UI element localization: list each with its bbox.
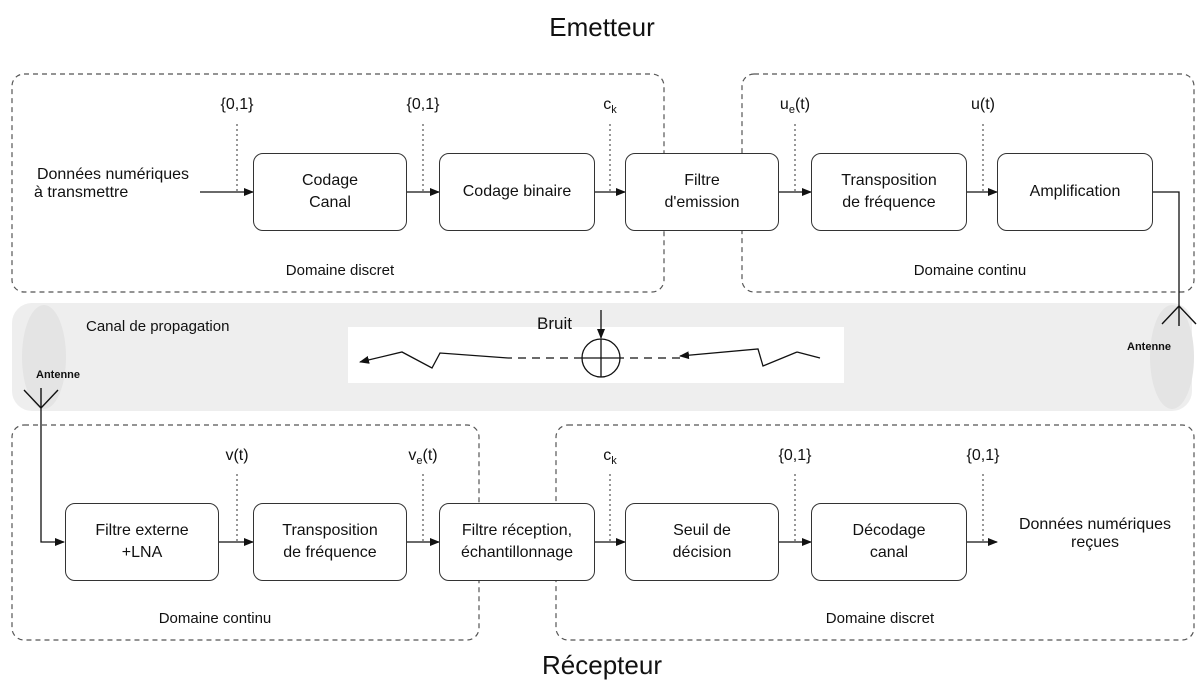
tx-signal-2-text: {0,1} [406, 96, 440, 113]
rx-signal-3-main: c [603, 447, 612, 464]
tx-signal-4-sub: e [788, 104, 795, 117]
channel-wave-right [679, 348, 821, 367]
rx-block-filtre-externe: Filtre externe +LNA [65, 503, 219, 581]
rx-signal-4-text: {0,1} [778, 447, 812, 464]
rx-signal-1-text: v(t) [225, 447, 249, 464]
tx-signal-1-text: {0,1} [220, 96, 254, 113]
rx-block-seuil-decision: Seuil de décision [625, 503, 779, 581]
rx-signal-5-text: {0,1} [966, 447, 1000, 464]
tx-signal-5-text: u(t) [971, 96, 995, 113]
rx-antenna-label: Antenne [36, 369, 80, 381]
tx-block-1-line1: Codage [301, 172, 359, 190]
rx-block-1-line2: +LNA [121, 544, 163, 561]
rx-domain-continuous: Domaine continu [158, 610, 272, 627]
rx-output-label-line2: reçues [1070, 534, 1120, 551]
tx-block-amplification: Amplification [997, 153, 1153, 231]
rx-block-4-line2: décision [672, 544, 732, 561]
tx-block-3-line1: Filtre [684, 172, 720, 190]
channel-band-right-end [1150, 305, 1194, 409]
rx-signal-3-sub: k [611, 455, 617, 468]
tx-input-label-line1: Données numériques [36, 166, 190, 183]
tx-signal-1: {0,1} [207, 96, 267, 114]
tx-signal-2: {0,1} [393, 96, 453, 114]
rx-block-4-line1: Seuil de [673, 522, 731, 540]
rx-signal-2: ve(t) [393, 447, 453, 467]
rx-signal-5: {0,1} [953, 447, 1013, 465]
tx-signal-4-main: u [779, 96, 789, 113]
rx-signal-2-sub: e [416, 455, 423, 468]
rx-block-5-line1: Décodage [852, 522, 926, 540]
tx-domain-continuous: Domaine continu [913, 262, 1027, 279]
channel-label: Canal de propagation [86, 318, 230, 335]
channel-wave-left [359, 351, 509, 369]
emitter-continuous-frame [741, 73, 1195, 293]
rx-signal-2-tail: (t) [422, 447, 438, 464]
tx-block-5-line1: Amplification [1029, 183, 1121, 201]
rx-block-3-line2: échantillonnage [460, 544, 574, 561]
receiver-title: Récepteur [542, 650, 662, 680]
tx-block-1-line2: Canal [309, 194, 351, 211]
tx-antenna-icon [1161, 305, 1197, 326]
tx-block-filtre-emission: Filtre d'emission [625, 153, 779, 231]
rx-signal-1: v(t) [207, 447, 267, 465]
tx-signal-3-sub: k [611, 104, 617, 117]
tx-signal-4-tail: (t) [794, 96, 811, 113]
rx-block-1-line1: Filtre externe [95, 522, 189, 540]
rx-block-transposition: Transposition de fréquence [253, 503, 407, 581]
tx-block-3-line2: d'emission [664, 194, 740, 211]
rx-output-label: Données numériques reçues [1000, 516, 1190, 552]
tx-input-label-line2: à transmettre [34, 184, 129, 201]
receiver-continuous-frame [11, 424, 480, 641]
noise-label: Bruit [537, 314, 572, 333]
tx-block-2-line1: Codage binaire [462, 183, 572, 201]
rx-antenna-feed [40, 408, 65, 546]
emitter-discrete-frame [11, 73, 665, 293]
rx-signal-2-main: v [408, 447, 417, 464]
tx-input-label: Données numériques à transmettre [22, 166, 204, 202]
tx-signal-3: ck [580, 96, 640, 116]
rx-block-filtre-reception: Filtre réception, échantillonnage [439, 503, 595, 581]
tx-block-codage-binaire: Codage binaire [439, 153, 595, 231]
rx-block-decodage-canal: Décodage canal [811, 503, 967, 581]
tx-antenna-label: Antenne [1127, 341, 1171, 353]
rx-signal-3: ck [580, 447, 640, 467]
tx-block-transposition: Transposition de fréquence [811, 153, 967, 231]
channel-band-left-end [22, 305, 66, 409]
rx-signal-4: {0,1} [765, 447, 825, 465]
rx-output-label-line1: Données numériques [1018, 516, 1172, 533]
adder-icon [581, 338, 621, 378]
tx-signal-3-main: c [603, 96, 612, 113]
emitter-title: Emetteur [549, 12, 655, 42]
tx-block-4-line1: Transposition [841, 172, 937, 190]
tx-signal-5: u(t) [953, 96, 1013, 114]
rx-block-5-line2: canal [869, 544, 909, 561]
tx-antenna-feed [1153, 191, 1180, 306]
rx-block-2-line1: Transposition [282, 522, 378, 540]
rx-antenna-icon [23, 388, 59, 409]
rx-block-3-line1: Filtre réception, [461, 522, 573, 540]
tx-signal-4: ue(t) [765, 96, 825, 116]
tx-block-4-line2: de fréquence [842, 194, 936, 211]
rx-block-2-line2: de fréquence [283, 544, 377, 561]
rx-domain-discrete: Domaine discret [825, 610, 935, 627]
tx-domain-discrete: Domaine discret [285, 262, 395, 279]
